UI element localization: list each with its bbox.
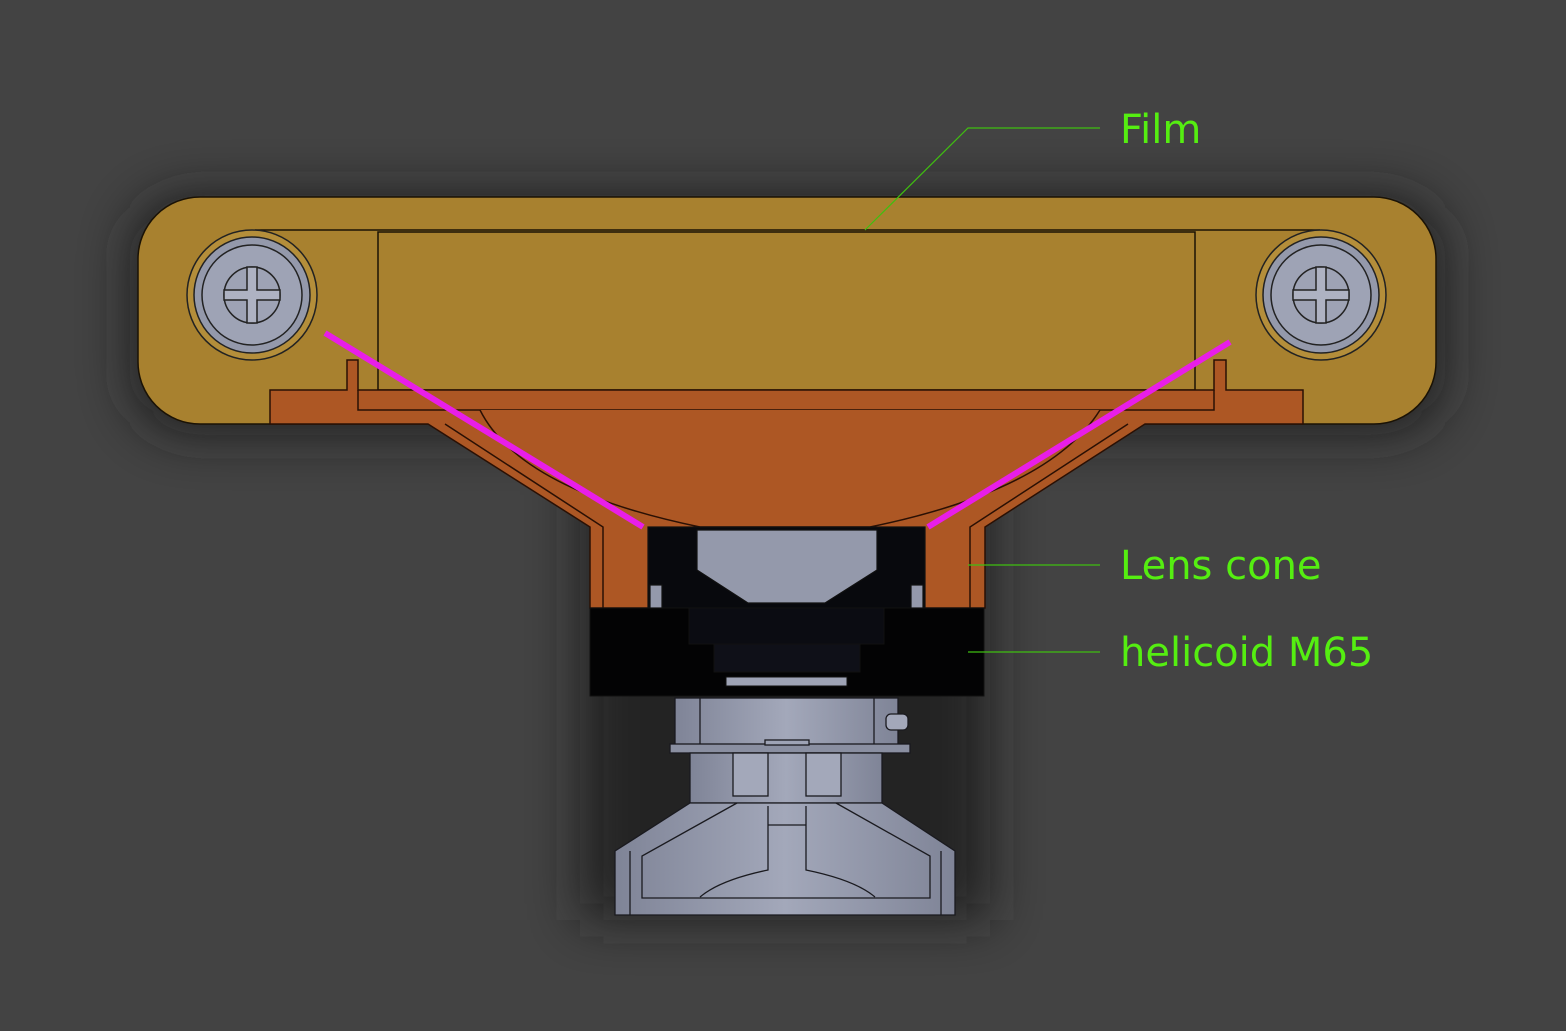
spool-left (186, 229, 318, 361)
camera-body (137, 196, 1437, 425)
spool-right (1255, 229, 1387, 361)
rear-lens-group (647, 526, 926, 609)
lens-body (614, 697, 956, 916)
light-ray-left (323, 330, 645, 530)
light-ray-right (926, 339, 1232, 530)
light-path-lines (323, 330, 1232, 530)
helicoid-m65 (589, 607, 985, 697)
lens-cone (269, 359, 1304, 609)
label-lens-cone: Lens cone (1120, 543, 1322, 589)
label-film: Film (1120, 107, 1201, 153)
label-helicoid: helicoid M65 (1120, 630, 1373, 676)
film-leader (864, 127, 1100, 231)
callout-lines (864, 127, 1100, 653)
